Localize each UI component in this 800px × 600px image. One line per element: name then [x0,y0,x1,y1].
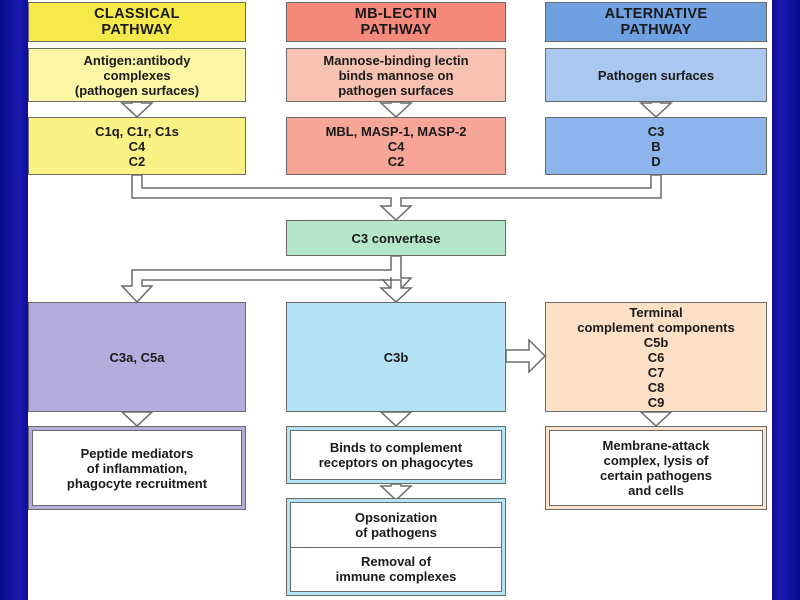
c3-convertase-box: C3 convertase [286,220,506,256]
membrane-attack-box: Membrane-attack complex, lysis of certai… [549,430,763,506]
peptide-mediators-frame: Peptide mediators of inflammation, phago… [28,426,246,510]
lectin-components-box: MBL, MASP-1, MASP-2 C4 C2 [286,117,506,175]
alternative-trigger-box: Pathogen surfaces [545,48,767,102]
opsonization-frame: Opsonization of pathogens Removal of imm… [286,498,506,596]
c3a-c5a-box: C3a, C5a [28,302,246,412]
arrow-alternative-trigger [639,101,673,119]
split-band [133,271,390,279]
lectin-trigger-box: Mannose-binding lectin binds mannose on … [286,48,506,102]
arrow-to-binds [379,411,413,428]
binds-receptors-box: Binds to complement receptors on phagocy… [290,430,502,480]
alternative-pathway-header: ALTERNATIVE PATHWAY [545,2,767,42]
classical-components-box: C1q, C1r, C1s C4 C2 [28,117,246,175]
arrow-to-c3b [379,279,413,304]
terminal-components-box: Terminal complement components C5b C6 C7… [545,302,767,412]
membrane-attack-frame: Membrane-attack complex, lysis of certai… [545,426,767,510]
lectin-pathway-header: MB-LECTIN PATHWAY [286,2,506,42]
classical-pathway-header: CLASSICAL PATHWAY [28,2,246,42]
arrow-to-opsonization [379,483,413,502]
binds-receptors-frame: Binds to complement receptors on phagocy… [286,426,506,484]
c3b-box: C3b [286,302,506,412]
arrow-lectin-trigger [379,101,413,119]
removal-text: Removal of immune complexes [291,546,501,592]
classical-trigger-box: Antigen:antibody complexes (pathogen sur… [28,48,246,102]
arrow-merge-to-convertase [131,174,662,222]
peptide-mediators-box: Peptide mediators of inflammation, phago… [32,430,242,506]
opsonization-text: Opsonization of pathogens [354,509,438,540]
alternative-components-box: C3 B D [545,117,767,175]
arrow-to-mac [639,411,673,428]
arrow-to-peptide [120,411,154,428]
opsonization-removal-box: Opsonization of pathogens Removal of imm… [290,502,502,592]
merge-band [143,189,651,197]
arrow-c3b-to-terminal [505,338,547,374]
arrow-classical-trigger [120,101,154,119]
